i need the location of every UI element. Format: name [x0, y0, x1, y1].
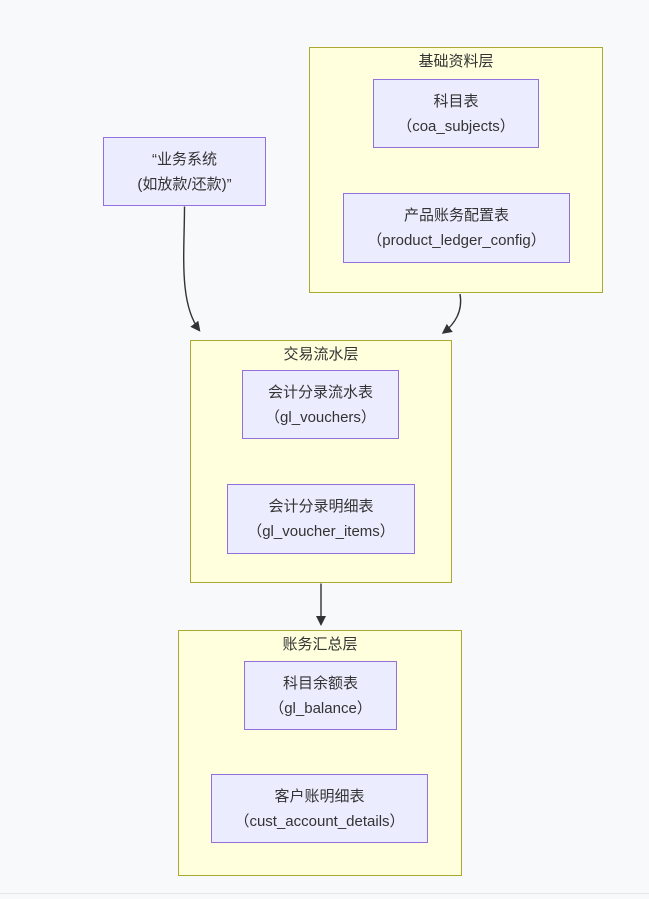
node-gl-vouchers-table: （gl_vouchers）: [265, 408, 376, 426]
node-gl-balance: 科目余额表 （gl_balance）: [244, 661, 397, 730]
cluster-ledger-summary-layer-title: 账务汇总层: [282, 636, 358, 653]
node-gl-vouchers: 会计分录流水表 （gl_vouchers）: [242, 370, 399, 439]
edge-base-layer-to-transaction-layer: [441, 293, 462, 334]
panel-bottom-divider: [0, 893, 649, 894]
node-product-ledger-config: 产品账务配置表 （product_ledger_config）: [343, 193, 570, 263]
node-gl-vouchers-name: 会计分录流水表: [267, 383, 373, 401]
edge-business-to-transaction-layer: [183, 206, 201, 332]
node-cust-account-details-name: 客户账明细表: [274, 787, 365, 805]
node-gl-voucher-items-name: 会计分录明细表: [268, 498, 374, 515]
node-gl-balance-name: 科目余额表: [282, 674, 358, 692]
node-coa-subjects-name: 科目表: [433, 92, 479, 110]
cluster-base-data-layer-title: 基础资料层: [418, 53, 494, 70]
node-coa-subjects: 科目表 （coa_subjects）: [373, 79, 539, 148]
node-product-ledger-config-name: 产品账务配置表: [403, 207, 509, 224]
cluster-transaction-flow-layer-title: 交易流水层: [283, 346, 359, 363]
node-gl-voucher-items-table: （gl_voucher_items）: [247, 523, 395, 540]
node-business-system-line2: (如放款/还款)”: [137, 175, 232, 193]
node-gl-balance-table: （gl_balance）: [269, 699, 372, 717]
node-coa-subjects-table: （coa_subjects）: [397, 117, 515, 135]
node-business-system-line1: “业务系统: [152, 150, 217, 168]
node-product-ledger-config-table: （product_ledger_config）: [367, 232, 546, 249]
node-cust-account-details: 客户账明细表 （cust_account_details）: [211, 774, 428, 843]
node-gl-voucher-items: 会计分录明细表 （gl_voucher_items）: [227, 484, 415, 554]
node-business-system: “业务系统 (如放款/还款)”: [103, 137, 266, 206]
node-cust-account-details-table: （cust_account_details）: [234, 812, 405, 830]
